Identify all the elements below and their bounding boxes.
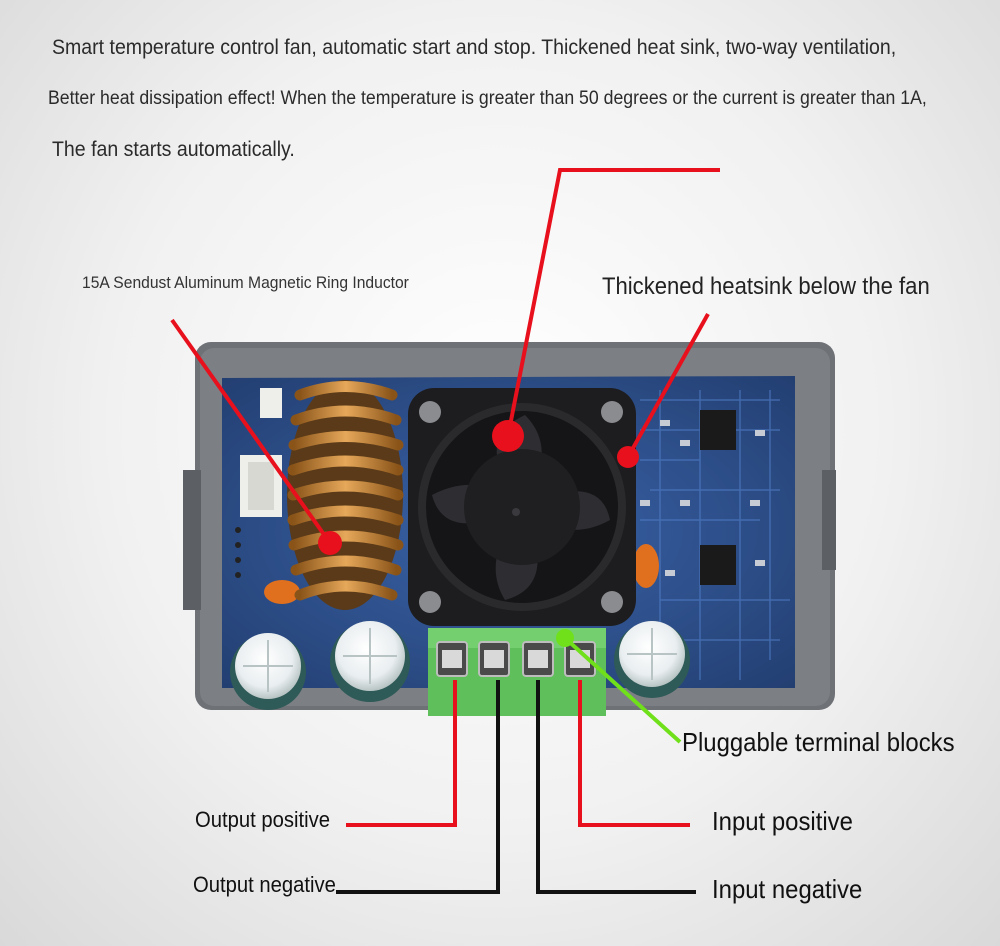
electrolytic-capacitors [230,621,690,710]
header-line-3: The fan starts automatically. [52,138,295,161]
wires [336,680,696,894]
terminal-callout-line [563,636,682,744]
chip [700,410,736,450]
fan-callout-dot [492,420,524,452]
input-positive-label: Input positive [712,806,853,836]
toroid-inductor [287,380,404,610]
output-positive-label: Output positive [195,807,331,832]
capacitor [614,621,690,698]
fan-callout-line [506,168,720,437]
cooling-fan [408,388,636,626]
capacitor [330,621,410,702]
heatsink-callout-line [626,313,710,458]
output-negative-wire [336,680,500,894]
input-negative-wire [536,680,696,894]
callout-lines [170,168,720,744]
fan-screw [419,401,623,613]
heatsink-callout-dot [617,446,639,468]
input-negative-label: Input negative [712,874,863,904]
chip [700,545,736,585]
output-positive-wire [346,680,457,827]
header-line-1: Smart temperature control fan, automatic… [52,36,897,59]
ceramic-capacitor [633,544,659,588]
heatsink-label: Thickened heatsink below the fan [602,273,930,300]
header-line-2: Better heat dissipation effect! When the… [48,88,927,109]
inductor-label: 15A Sendust Aluminum Magnetic Ring Induc… [82,273,409,292]
input-positive-wire [578,680,690,827]
terminal-block-label: Pluggable terminal blocks [682,727,955,757]
inductor-callout-line [170,318,332,545]
terminal-callout-dot [556,629,574,647]
header: Smart temperature control fan, automatic… [0,0,1000,180]
output-negative-label: Output negative [193,872,336,897]
ceramic-capacitor [264,580,300,604]
inductor-callout-dot [318,531,342,555]
capacitor [230,633,306,710]
